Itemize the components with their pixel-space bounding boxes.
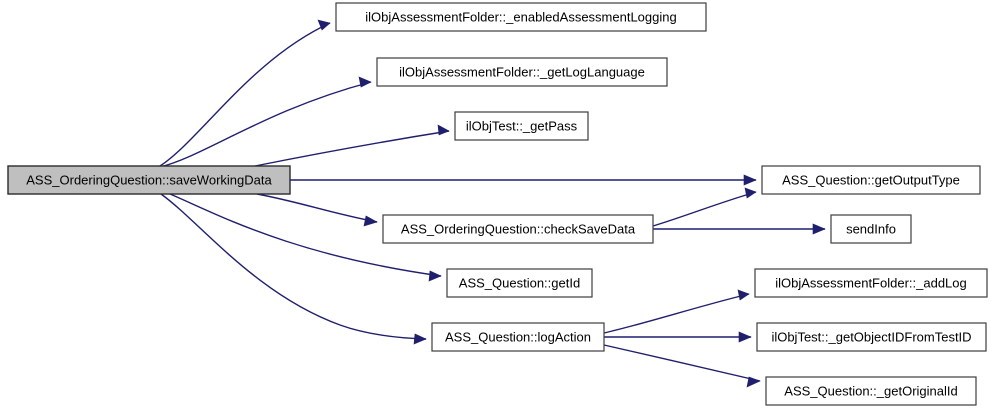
edge-saveWorkingData-to-enabledAssessmentLogging (159, 19, 331, 167)
edge-line (603, 293, 750, 334)
graph-node-enabledAssessmentLogging[interactable]: ilObjAssessmentFolder::_enabledAssessmen… (335, 2, 707, 32)
edge-logAction-to-getOriginalId (603, 344, 761, 388)
node-label: ASS_Question::getId (459, 275, 580, 290)
edge-saveWorkingData-to-getPass (254, 124, 450, 167)
edge-logAction-to-addLog (603, 289, 750, 334)
node-box[interactable] (382, 214, 654, 244)
edge-saveWorkingData-to-checkSaveData (256, 193, 378, 227)
node-box[interactable] (335, 2, 707, 32)
edge-saveWorkingData-to-getOutputType (290, 174, 757, 186)
node-label: ASS_Question::_getOriginalId (784, 383, 957, 398)
graph-node-addLog[interactable]: ilObjAssessmentFolder::_addLog (754, 268, 988, 298)
arrowhead-icon (743, 174, 757, 186)
graph-node-getObjectIDFromTestID[interactable]: ilObjTest::_getObjectIDFromTestID (756, 322, 987, 352)
node-box[interactable] (761, 165, 981, 195)
edge-saveWorkingData-to-getLogLanguage (159, 76, 372, 168)
node-label: ilObjAssessmentFolder::_getLogLanguage (399, 64, 645, 79)
nodes-layer: ASS_OrderingQuestion::saveWorkingDatailO… (7, 2, 988, 406)
node-label: ASS_Question::logAction (445, 329, 591, 344)
node-label: ASS_Question::getOutputType (782, 172, 960, 187)
graph-node-saveWorkingData[interactable]: ASS_OrderingQuestion::saveWorkingData (7, 165, 291, 195)
arrowhead-icon (437, 124, 450, 136)
arrowhead-icon (738, 331, 752, 343)
arrowhead-icon (812, 223, 826, 235)
edge-logAction-to-getObjectIDFromTestID (604, 331, 752, 343)
graph-node-sendInfo[interactable]: sendInfo (830, 214, 912, 244)
graph-node-checkSaveData[interactable]: ASS_OrderingQuestion::checkSaveData (382, 214, 654, 244)
edge-saveWorkingData-to-getId (169, 193, 442, 282)
edges-layer (159, 19, 826, 388)
node-box[interactable] (754, 268, 988, 298)
edge-checkSaveData-to-sendInfo (653, 223, 826, 235)
edge-line (652, 191, 757, 227)
node-label: sendInfo (846, 221, 896, 236)
graph-node-getPass[interactable]: ilObjTest::_getPass (454, 111, 589, 141)
arrowhead-icon (746, 376, 761, 388)
edge-line (603, 344, 761, 382)
node-box[interactable] (765, 376, 977, 406)
graph-node-getOutputType[interactable]: ASS_Question::getOutputType (761, 165, 981, 195)
graph-node-getLogLanguage[interactable]: ilObjAssessmentFolder::_getLogLanguage (376, 57, 668, 87)
arrowhead-icon (428, 270, 442, 282)
node-box[interactable] (830, 214, 912, 244)
edge-line (169, 193, 442, 277)
arrowhead-icon (744, 187, 757, 199)
node-label: ASS_OrderingQuestion::checkSaveData (401, 221, 636, 236)
node-label: ilObjTest::_getObjectIDFromTestID (771, 329, 971, 344)
node-label: ASS_OrderingQuestion::saveWorkingData (26, 172, 272, 187)
graph-node-getId[interactable]: ASS_Question::getId (446, 268, 593, 298)
node-label: ilObjTest::_getPass (466, 118, 578, 133)
graph-node-logAction[interactable]: ASS_Question::logAction (431, 322, 605, 352)
node-box[interactable] (454, 111, 589, 141)
node-label: ilObjAssessmentFolder::_enabledAssessmen… (365, 9, 676, 24)
edge-line (160, 193, 427, 340)
node-box[interactable] (431, 322, 605, 352)
arrowhead-icon (317, 19, 331, 31)
node-label: ilObjAssessmentFolder::_addLog (775, 275, 967, 290)
node-box[interactable] (756, 322, 987, 352)
arrowhead-icon (358, 76, 372, 88)
node-box[interactable] (376, 57, 668, 87)
arrowhead-icon (737, 289, 750, 301)
graph-node-getOriginalId[interactable]: ASS_Question::_getOriginalId (765, 376, 977, 406)
arrowhead-icon (363, 215, 378, 227)
edge-saveWorkingData-to-logAction (160, 193, 427, 345)
edge-line (159, 22, 331, 167)
node-box[interactable] (446, 268, 593, 298)
arrowhead-icon (413, 333, 427, 345)
edge-line (254, 130, 450, 167)
edge-line (256, 193, 378, 223)
edge-checkSaveData-to-getOutputType (652, 187, 757, 227)
node-box[interactable] (7, 165, 291, 195)
edge-line (159, 81, 372, 168)
